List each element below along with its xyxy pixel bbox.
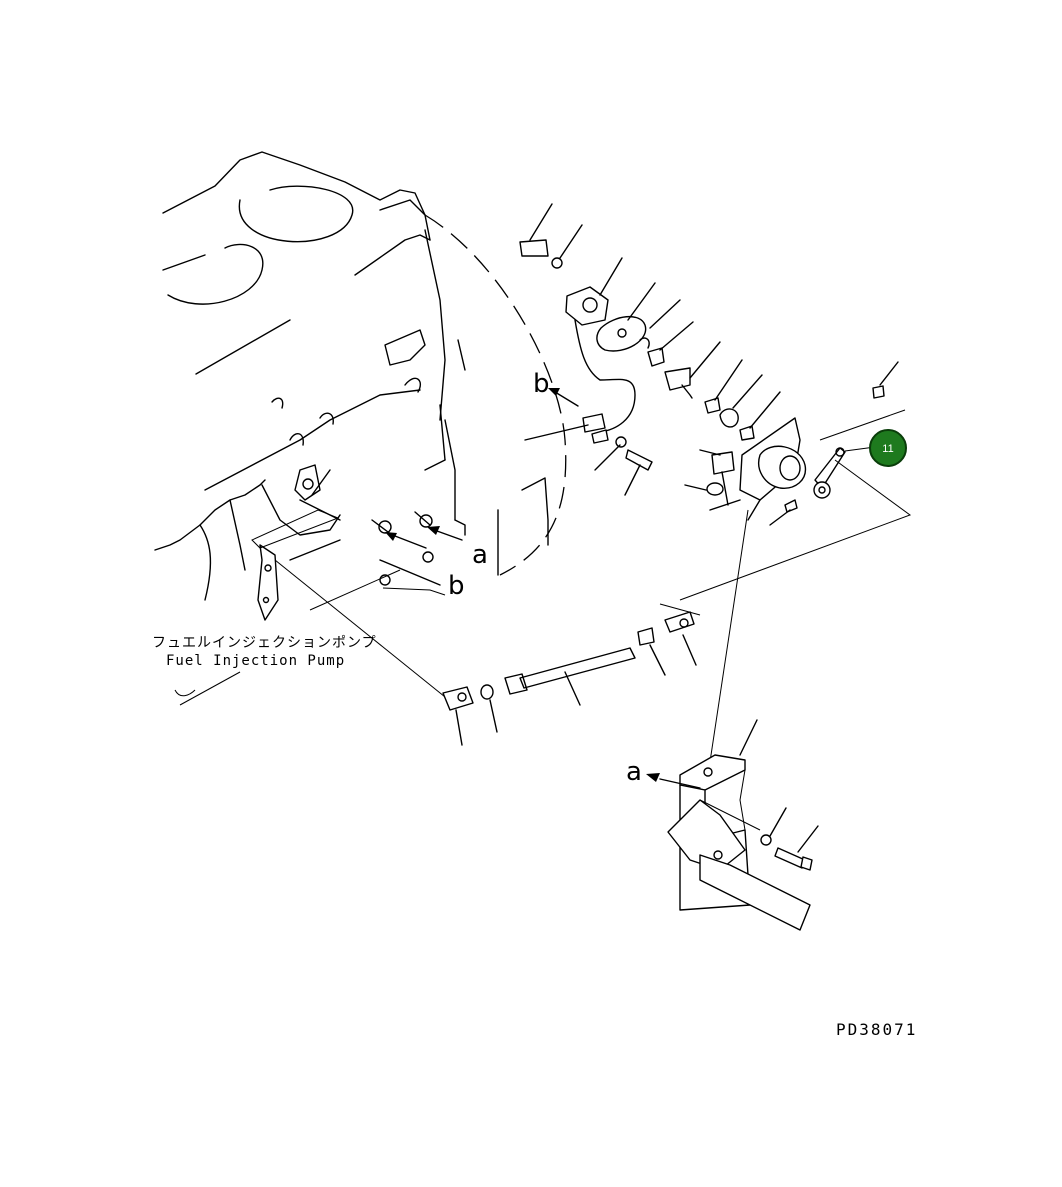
arrow-b-2-head: [427, 526, 440, 535]
arrow-b-2-line: [436, 530, 463, 541]
pump-label-en: Fuel Injection Pump: [166, 653, 345, 669]
arrow-b-3-head: [548, 388, 560, 396]
ref-b-upper: b: [533, 369, 550, 399]
arrow-a-head: [646, 773, 660, 782]
pedal-bracket: [667, 509, 819, 931]
lever-bracket-assembly: [679, 361, 912, 601]
sensor-assembly: [519, 203, 781, 496]
lever-fittings: [251, 509, 456, 706]
fuel-injection-pump: [154, 464, 341, 621]
ref-a-upper: a: [472, 540, 488, 570]
arrow-b-1-head: [385, 532, 397, 541]
callout-11-number: 11: [882, 443, 893, 455]
arrow-b-3-line: [554, 391, 579, 407]
pump-label-jp: フュエルインジェクションポンプ: [152, 635, 377, 651]
ref-b-lower: b: [448, 571, 465, 601]
engine-block: [162, 151, 567, 576]
arrow-a-line: [659, 778, 701, 789]
pump-leader-line: [179, 671, 241, 706]
pump-leader-curl: [174, 689, 196, 697]
ref-a-lower: a: [626, 757, 642, 787]
callout-11[interactable]: 11: [869, 429, 907, 467]
arrow-b-1-line: [394, 535, 427, 549]
rod-assembly: [442, 603, 701, 746]
drawing-code: PD38071: [836, 1020, 917, 1039]
